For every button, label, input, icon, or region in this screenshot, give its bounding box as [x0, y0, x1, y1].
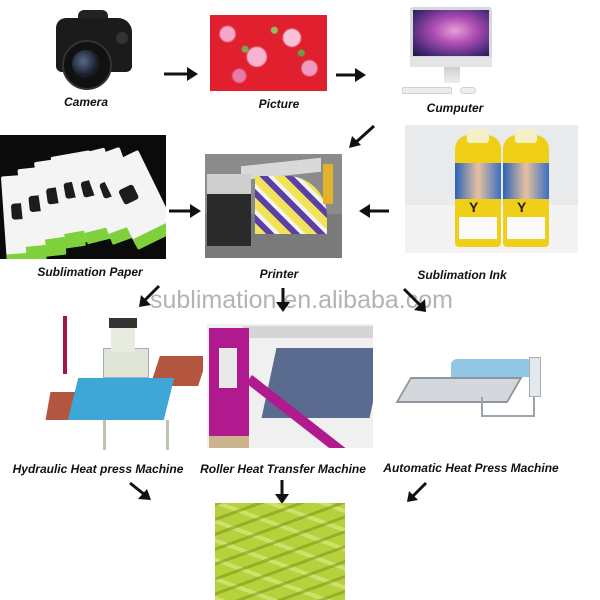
- sublimation-paper-label: Sublimation Paper: [37, 265, 143, 279]
- printer-label: Printer: [259, 267, 299, 281]
- arrow-down-icon: [275, 480, 289, 504]
- camera-label: Camera: [63, 95, 109, 109]
- sublimation-paper-image: [0, 135, 166, 259]
- roller-heat-transfer-image: [207, 324, 373, 448]
- arrow-right-icon: [164, 67, 198, 81]
- arrow-left-icon: [359, 204, 389, 218]
- camera-image: [50, 4, 140, 90]
- printer-image: [205, 154, 342, 258]
- arrow-down-left-icon: [139, 284, 161, 307]
- watermark-text: sublimation.en.alibaba.com: [150, 286, 453, 314]
- roller-heat-transfer-label: Roller Heat Transfer Machine: [200, 462, 366, 476]
- sublimation-ink-label: Sublimation Ink: [417, 268, 507, 282]
- printed-fabric-image: [215, 503, 345, 600]
- automatic-heat-press-image: [395, 335, 565, 435]
- computer-label: Cumputer: [426, 101, 484, 115]
- hydraulic-heat-press-image: [45, 316, 203, 452]
- arrow-right-icon: [169, 204, 201, 218]
- picture-image: [210, 15, 327, 91]
- automatic-heat-press-label: Automatic Heat Press Machine: [383, 461, 559, 475]
- computer-image: [400, 5, 496, 95]
- arrow-down-icon: [276, 288, 290, 312]
- arrow-down-right-icon: [402, 287, 426, 312]
- arrow-down-left-icon: [407, 481, 428, 502]
- arrow-down-left-icon: [349, 124, 376, 148]
- picture-label: Picture: [258, 97, 300, 111]
- arrow-right-icon: [336, 68, 366, 82]
- hydraulic-heat-press-label: Hydraulic Heat press Machine: [12, 462, 184, 476]
- arrow-down-right-icon: [129, 481, 151, 500]
- sublimation-ink-image: Y Y: [405, 125, 578, 253]
